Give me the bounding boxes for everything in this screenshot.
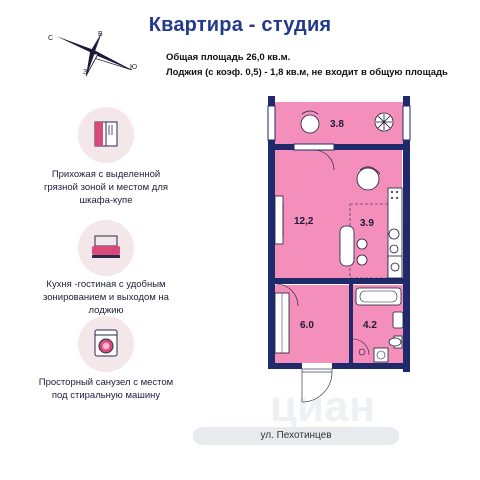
walls [268, 96, 410, 372]
loggia-table-icon [300, 110, 320, 134]
total-area-text: Общая площадь 26,0 кв.м. [166, 52, 291, 63]
sofa-icon [92, 235, 120, 258]
washing-machine-icon [94, 329, 118, 357]
hall-area-label: 6.0 [300, 320, 314, 331]
compass: С В З Ю [48, 31, 137, 77]
loggia-area-label: 3.8 [330, 119, 344, 130]
living-area [274, 150, 402, 278]
entry-door [301, 368, 333, 403]
feature-washer-badge [78, 316, 134, 372]
feature-sofa-text: Кухня -гостиная с удобным зонированием и… [43, 279, 169, 316]
street-bar [193, 427, 399, 445]
page-title: Квартира - студия [148, 14, 332, 36]
compass-west-label: З [83, 69, 87, 76]
armchair-icon [356, 166, 381, 191]
feature-washer-text: Просторный санузел с местом под стиральн… [38, 377, 174, 401]
washing-machine-plan-icon [373, 347, 389, 363]
loggia-area-text: Лоджия (с коэф. 0,5) - 1,8 кв.м, не вход… [166, 67, 448, 78]
bathtub-icon [355, 287, 402, 306]
compass-east-label: В [98, 31, 103, 38]
basin-icon [392, 311, 404, 329]
stove-icon [391, 191, 398, 199]
feature-wardrobe-badge [78, 107, 134, 163]
kitchen-area-label: 3.9 [360, 218, 374, 229]
hob-icon [388, 228, 400, 240]
living-area-label: 12,2 [294, 216, 314, 227]
sofa-plan-icon [274, 195, 284, 245]
feature-wardrobe-text: Прихожая с выделенной грязной зоной и ме… [43, 169, 169, 206]
floor-plan: 3.8 12,2 3.9 6.0 4.2 [267, 96, 411, 403]
feature-sofa-badge [78, 220, 134, 276]
toilet-icon [388, 335, 403, 349]
compass-north-label: С [48, 35, 53, 42]
street-name: ул. Пехотинцев [260, 430, 332, 441]
sink-icon [387, 255, 403, 279]
plant-icon [374, 112, 394, 132]
compass-icon [56, 32, 133, 77]
wardrobe-icon [94, 121, 118, 147]
dining-table-icon [339, 225, 368, 267]
bathroom-area-label: 4.2 [363, 320, 377, 331]
cian-watermark: циан [270, 382, 376, 431]
compass-south-label: Ю [130, 64, 137, 71]
